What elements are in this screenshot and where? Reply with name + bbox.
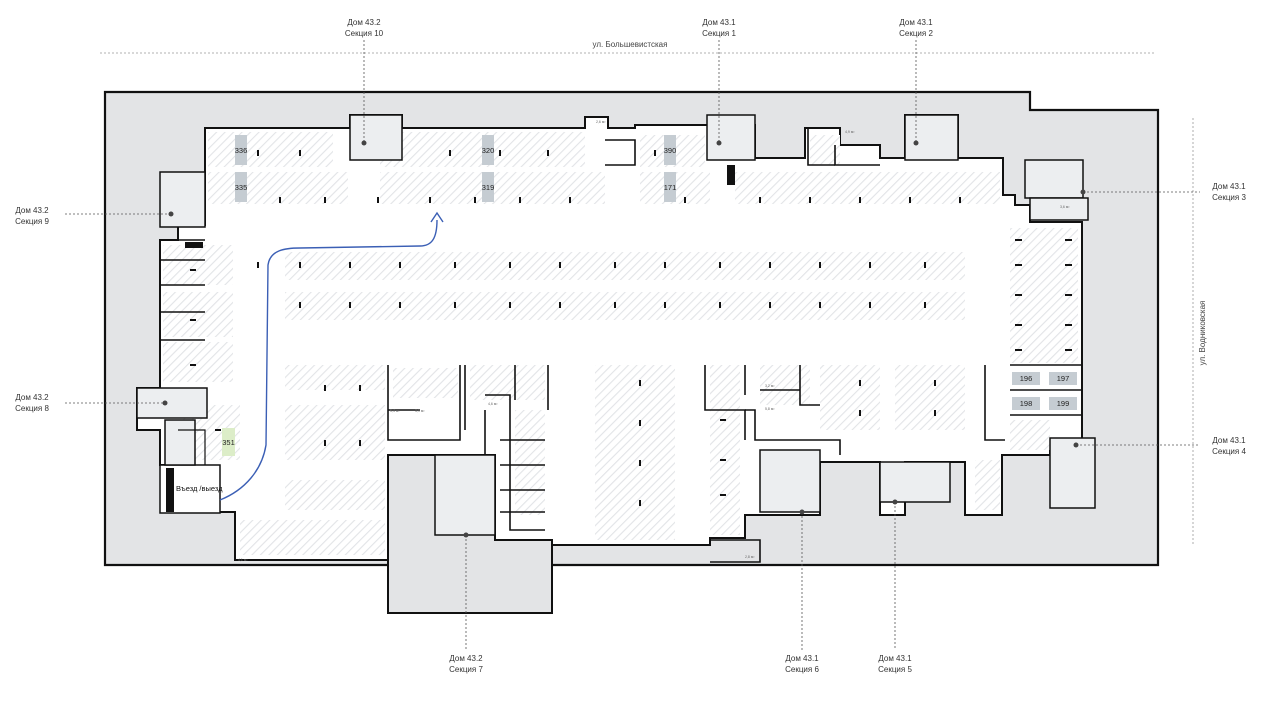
storage-label: 5,8 м² [765, 407, 775, 411]
spot-335[interactable] [235, 172, 247, 202]
spot-390-label: 390 [664, 146, 677, 155]
spot-390[interactable] [664, 135, 676, 165]
section-7-name: Секция 7 [449, 665, 483, 674]
section-9-house: Дом 43.2 [15, 206, 49, 215]
ramp-shape [178, 429, 206, 465]
spot-199[interactable] [1049, 397, 1077, 410]
section-10-name: Секция 10 [345, 29, 384, 38]
ramp-wall [166, 468, 174, 512]
street-right-label: ул. Водниковская [1198, 301, 1207, 366]
section-8-name: Секция 8 [15, 404, 49, 413]
spot-320-label: 320 [482, 146, 495, 155]
section-6-name: Секция 6 [785, 665, 819, 674]
section-5-house: Дом 43.1 [878, 654, 912, 663]
stair-cores [136, 114, 1096, 536]
section-8-house: Дом 43.2 [15, 393, 49, 402]
section-7-house: Дом 43.2 [449, 654, 483, 663]
storage-label: 2,8 м² [745, 555, 755, 559]
spot-320[interactable] [482, 135, 494, 165]
spot-319[interactable] [482, 172, 494, 202]
section-6-house: Дом 43.1 [785, 654, 819, 663]
spot-198-label: 198 [1020, 399, 1033, 408]
section-1-name: Секция 1 [702, 29, 736, 38]
storage-label: 3,6 м² [1060, 205, 1070, 209]
storage-label: 3,2 м² [765, 384, 775, 388]
spot-336[interactable] [235, 135, 247, 165]
storage-label: 4,1 м² [238, 558, 248, 562]
spot-199-label: 199 [1057, 399, 1070, 408]
section-leaders [65, 40, 1200, 650]
section-1-house: Дом 43.1 [702, 18, 736, 27]
spot-319-label: 319 [482, 183, 495, 192]
section-labels: Дом 43.2 Секция 10 Дом 43.1 Секция 1 Дом… [15, 18, 1246, 674]
spot-171-label: 171 [664, 183, 677, 192]
section-9-name: Секция 9 [15, 217, 49, 226]
spot-351[interactable] [222, 428, 235, 456]
spot-171[interactable] [664, 172, 676, 202]
storage-label: 3,9 м² [415, 409, 425, 413]
wall-block [727, 165, 735, 185]
partitions [160, 128, 1082, 563]
spot-336-label: 336 [235, 146, 248, 155]
section-4-house: Дом 43.1 [1212, 436, 1246, 445]
entrance-label: Въезд /выезд [176, 484, 223, 493]
section-2-house: Дом 43.1 [899, 18, 933, 27]
section-2-name: Секция 2 [899, 29, 933, 38]
storage-label: 5,4 м² [390, 409, 400, 413]
section-5-name: Секция 5 [878, 665, 912, 674]
route-arrow-icon [430, 211, 444, 223]
section-3-house: Дом 43.1 [1212, 182, 1246, 191]
entrance-wall [185, 242, 203, 248]
spot-196-label: 196 [1020, 374, 1033, 383]
spot-197[interactable] [1049, 372, 1077, 385]
section-3-name: Секция 3 [1212, 193, 1246, 202]
spot-335-label: 335 [235, 183, 248, 192]
storage-label: 4,9 м² [845, 130, 855, 134]
section-4-name: Секция 4 [1212, 447, 1246, 456]
storage-label: 2,6 м² [596, 120, 606, 124]
spot-196[interactable] [1012, 372, 1040, 385]
street-top-label: ул. Большевистская [593, 40, 668, 49]
spot-197-label: 197 [1057, 374, 1070, 383]
stall-ticks [190, 150, 1072, 506]
section-10-house: Дом 43.2 [347, 18, 381, 27]
storage-label: 4,6 м² [488, 402, 498, 406]
driving-route [219, 219, 438, 501]
spot-198[interactable] [1012, 397, 1040, 410]
spot-351-label: 351 [222, 438, 235, 447]
section-markers [162, 140, 1086, 538]
